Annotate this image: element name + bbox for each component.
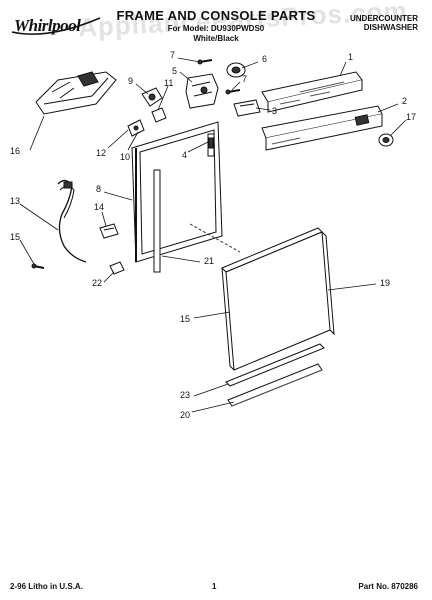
callout-10: 10	[120, 152, 130, 162]
callout-6: 6	[262, 54, 267, 64]
callout-12: 12	[96, 148, 106, 158]
callout-7-upper: 7	[170, 50, 175, 60]
page-number: 1	[212, 582, 217, 591]
callout-23: 23	[180, 390, 190, 400]
callout-21: 21	[204, 256, 214, 266]
part-7-screw-upper	[197, 59, 213, 65]
callout-5: 5	[172, 66, 177, 76]
assembly-guide-line	[189, 223, 241, 253]
part-19-door-panel	[221, 227, 335, 371]
part-5-shape	[185, 73, 219, 109]
callout-17: 17	[406, 112, 416, 122]
callout-4: 4	[182, 150, 187, 160]
part-21-strip	[153, 169, 161, 273]
part-9-shape	[141, 87, 163, 107]
callout-16: 16	[10, 146, 20, 156]
brand-name: Whirlpool	[14, 16, 81, 35]
whirlpool-logo: Whirlpool	[8, 10, 104, 38]
part-13-wire-harness	[57, 179, 87, 263]
callout-9: 9	[128, 76, 133, 86]
callout-19: 19	[380, 278, 390, 288]
callout-14: 14	[94, 202, 104, 212]
part-22-clip	[109, 261, 125, 275]
part-1-console-panel	[261, 71, 363, 113]
part-14-connector	[99, 223, 119, 239]
part-17-knob	[378, 133, 394, 147]
callout-22: 22	[92, 278, 102, 288]
part-7-screw-lower	[225, 89, 241, 95]
callout-2: 2	[402, 96, 407, 106]
logo-swoosh-icon	[11, 17, 101, 35]
part-2-console-front	[261, 105, 383, 151]
appliance-type-line-1: UNDERCOUNTER	[350, 14, 418, 23]
part-12-shape	[127, 119, 145, 137]
appliance-type-line-2: DISHWASHER	[363, 23, 418, 32]
part-20-bottom-trim	[227, 363, 323, 407]
callout-20: 20	[180, 410, 190, 420]
part-11-shape	[151, 107, 167, 123]
callout-8: 8	[96, 184, 101, 194]
callout-7-lower: 7	[242, 74, 247, 84]
print-info: 2-96 Litho in U.S.A.	[10, 582, 83, 591]
color-line: White/Black	[193, 34, 239, 43]
part-16-shape	[35, 71, 117, 115]
callout-labels: 1 2 3 4 5 6 7 7 8 9 10 11 12 13 14 15 15…	[10, 50, 416, 420]
callout-1: 1	[348, 52, 353, 62]
model-line: For Model: DU930PWDS0	[167, 24, 265, 33]
callout-13: 13	[10, 196, 20, 206]
callout-15-panel: 15	[180, 314, 190, 324]
part-number: Part No. 870286	[358, 582, 418, 591]
callout-11: 11	[164, 78, 173, 88]
part-23-trim	[225, 343, 325, 387]
part-3-shape	[233, 99, 261, 117]
callout-15-left: 15	[10, 232, 20, 242]
page-title: FRAME AND CONSOLE PARTS	[116, 8, 316, 23]
callout-3: 3	[272, 106, 277, 116]
part-6-shape	[226, 62, 246, 78]
part-15-screw	[31, 263, 45, 269]
part-4-latch	[207, 133, 215, 157]
